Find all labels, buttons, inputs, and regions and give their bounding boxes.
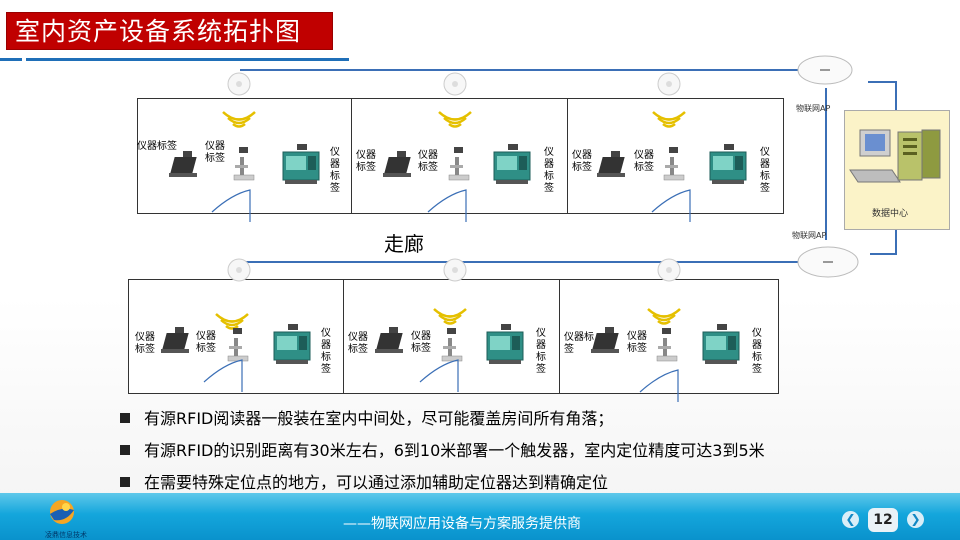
title-underline-short	[0, 58, 22, 61]
bullet-item: 有源RFID的识别距离有30米左右，6到10米部署一个触发器，室内定位精度可达3…	[120, 438, 765, 470]
bullet-text: 有源RFID阅读器一般装在室内中间处，尽可能覆盖房间所有角落；	[144, 409, 614, 428]
room-bottom-3-right-label: 仪 器 标 签	[752, 328, 762, 375]
corridor-label: 走廊	[384, 232, 424, 256]
room-bottom-3-mid-label: 仪器 标签	[627, 331, 647, 354]
room-bottom-1-left-label: 仪器 标签	[135, 332, 155, 355]
bullet-square-icon	[120, 445, 130, 455]
room-bottom-1-right-label: 仪 器 标 签	[321, 328, 331, 375]
bullet-text: 在需要特殊定位点的地方，可以通过添加辅助定位器达到精确定位	[144, 473, 609, 492]
room-top-3-mid-label: 仪器 标签	[634, 150, 654, 173]
room-bottom-2-left-label: 仪器 标签	[348, 332, 368, 355]
page-number: 12	[868, 508, 898, 532]
ap-label-top: 物联网AP	[796, 104, 831, 113]
room-bottom-2-right-label: 仪 器 标 签	[536, 328, 546, 375]
room-top-1-left-label: 仪器标签	[137, 141, 177, 152]
room-top-3-right-label: 仪 器 标 签	[760, 147, 770, 194]
title-underline	[26, 58, 349, 61]
room-bottom-3-left-label: 仪器标 签	[564, 332, 594, 355]
bullet-square-icon	[120, 413, 130, 423]
next-page-button[interactable]: ❯	[907, 511, 924, 528]
room-top-2-mid-label: 仪器 标签	[418, 150, 438, 173]
logo-text: 凌鼎信息技术	[45, 531, 87, 539]
room-top-2	[351, 98, 569, 214]
bullet-item: 在需要特殊定位点的地方，可以通过添加辅助定位器达到精确定位	[120, 470, 765, 502]
ap-label-bottom: 物联网AP	[792, 231, 827, 240]
bullet-item: 有源RFID阅读器一般装在室内中间处，尽可能覆盖房间所有角落；	[120, 406, 765, 438]
page-title: 室内资产设备系统拓扑图	[6, 12, 333, 50]
room-bottom-2-mid-label: 仪器 标签	[411, 331, 431, 354]
room-top-3-left-label: 仪器 标签	[572, 150, 592, 173]
bullet-text: 有源RFID的识别距离有30米左右，6到10米部署一个触发器，室内定位精度可达3…	[144, 441, 765, 460]
room-top-1-mid-label: 仪器 标签	[205, 141, 225, 164]
prev-page-button[interactable]: ❮	[842, 511, 859, 528]
bullet-square-icon	[120, 477, 130, 487]
footer-bar	[0, 493, 960, 540]
bullet-list: 有源RFID阅读器一般装在室内中间处，尽可能覆盖房间所有角落； 有源RFID的识…	[120, 406, 765, 502]
room-bottom-1-mid-label: 仪器 标签	[196, 331, 216, 354]
data-center-label: 数据中心	[872, 209, 909, 219]
room-top-2-left-label: 仪器 标签	[356, 150, 376, 173]
footer-slogan: ——物联网应用设备与方案服务提供商	[343, 516, 581, 532]
room-top-1-right-label: 仪 器 标 签	[330, 147, 340, 194]
room-top-2-right-label: 仪 器 标 签	[544, 147, 554, 194]
